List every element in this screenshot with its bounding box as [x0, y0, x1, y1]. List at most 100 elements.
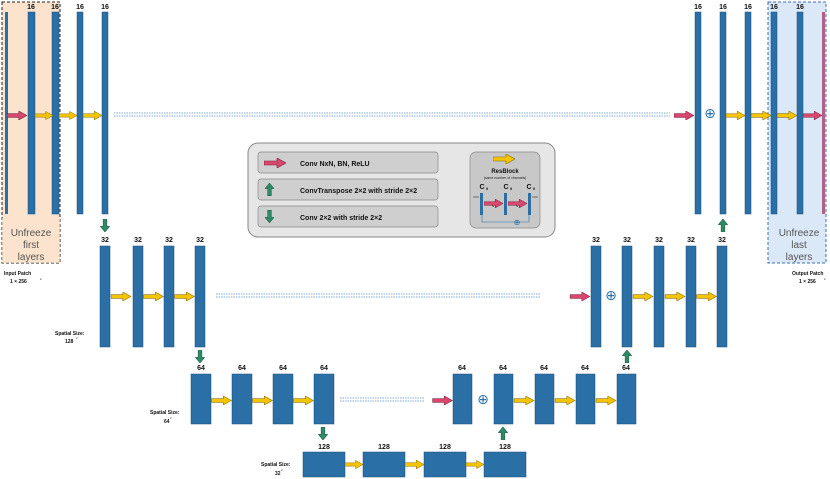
- feature-map-128: [362, 451, 406, 478]
- feature-map-16-c: [51, 11, 60, 215]
- channel-label: 64: [197, 365, 205, 372]
- add-icon: ⊕: [704, 105, 716, 121]
- output-map: [822, 12, 825, 214]
- feature-map-16-f: [719, 11, 727, 215]
- svg-text:ResBlock: ResBlock: [491, 169, 519, 175]
- resblock-arrow: [513, 396, 535, 405]
- level-3-decoder: 64 64 64 64 64 ⊕: [432, 365, 637, 440]
- zone-right-line-2: last: [791, 240, 807, 251]
- feature-map-32: [132, 245, 144, 348]
- zone-right-line-1: Unfreeze: [779, 228, 820, 239]
- level-4-bottleneck: 128 128 128 128 Spatial Size: 32 2: [261, 444, 527, 478]
- channel-label: 128: [439, 444, 451, 451]
- spatial-size-label: Spatial Size:: [55, 331, 85, 337]
- conv-arrow: [674, 111, 694, 120]
- feature-map-32: [590, 245, 602, 348]
- svg-text:ConvTranspose 2×2 with stride: ConvTranspose 2×2 with stride 2×2: [300, 188, 417, 195]
- svg-text:2: 2: [76, 336, 78, 340]
- feature-map-64: [616, 373, 637, 425]
- legend-downsample: [257, 205, 439, 228]
- feature-map-16-d: [76, 11, 84, 215]
- feature-map-32: [194, 245, 206, 348]
- spatial-size-value: 64: [164, 419, 170, 425]
- resblock-arrow: [211, 396, 232, 405]
- channel-label: 32: [655, 237, 663, 244]
- skip-connection-3: [340, 397, 425, 402]
- feature-map-16-g: [744, 11, 752, 215]
- svg-text:2: 2: [281, 468, 283, 472]
- feature-map-64: [231, 373, 253, 425]
- svg-text:0: 0: [486, 186, 489, 191]
- add-icon: ⊕: [477, 391, 489, 407]
- feature-map-128: [302, 451, 346, 478]
- feature-map-32: [621, 245, 633, 348]
- spatial-size-value: 128: [65, 339, 74, 345]
- level-3-encoder: 64 64 64 64 Spatial Size: 64 2: [150, 365, 335, 440]
- svg-text:Input Patch: Input Patch: [4, 271, 31, 277]
- channel-label: 64: [540, 365, 548, 372]
- resblock-arrow: [59, 111, 77, 120]
- resblock-arrow: [696, 292, 717, 301]
- channel-label: 32: [101, 237, 109, 244]
- upsample-arrow: [622, 350, 632, 363]
- feature-map-128: [423, 451, 467, 478]
- input-patch-label: Input Patch 1 × 256 2: [4, 271, 42, 285]
- svg-text:0: 0: [510, 186, 513, 191]
- level-1-decoder: 16 16 16 16 16 ⊕: [674, 4, 825, 232]
- resblock-arrow: [466, 460, 484, 469]
- resblock-arrow: [174, 292, 195, 301]
- feature-map-16-i: [796, 11, 804, 215]
- channel-label: 64: [279, 365, 287, 372]
- add-icon: ⊕: [514, 218, 521, 227]
- conv-arrow: [569, 292, 591, 301]
- channel-label: 64: [499, 365, 507, 372]
- svg-text:N: N: [516, 204, 518, 208]
- resblock-arrow: [83, 111, 102, 120]
- feature-map-64: [452, 373, 473, 425]
- channel-label: 64: [581, 365, 589, 372]
- output-patch-label: Output Patch 1 × 256 2: [792, 271, 826, 285]
- channel-label: 16: [76, 4, 84, 11]
- resblock-arrow: [595, 396, 617, 405]
- zone-left-line-3: layers: [18, 252, 45, 263]
- channel-label: 16: [796, 4, 804, 11]
- channel-label: 32: [718, 237, 726, 244]
- channel-label: 128: [499, 444, 511, 451]
- svg-text:C: C: [526, 184, 531, 191]
- channel-label: 64: [320, 365, 328, 372]
- resblock-arrow: [110, 292, 132, 301]
- svg-text:1 × 256: 1 × 256: [10, 279, 27, 285]
- upsample-arrow: [718, 219, 728, 232]
- channel-label: 64: [238, 365, 246, 372]
- channel-label: 16: [744, 4, 752, 11]
- feature-map-128: [483, 451, 527, 478]
- feature-map-16-up: [694, 11, 702, 215]
- channel-label: 16: [101, 4, 109, 11]
- add-icon: ⊕: [605, 287, 617, 303]
- feature-map-16-a: [5, 12, 8, 214]
- downsample-arrow: [318, 427, 328, 440]
- svg-text:N: N: [492, 204, 494, 208]
- spatial-size-label: Spatial Size:: [261, 462, 291, 468]
- resblock-arrow: [293, 396, 314, 405]
- feature-map-64: [313, 373, 335, 425]
- feature-map-32: [653, 245, 665, 348]
- resblock-arrow: [554, 396, 576, 405]
- upsample-arrow: [498, 427, 508, 440]
- svg-text:Conv 2×2 with stride 2×2: Conv 2×2 with stride 2×2: [300, 215, 382, 222]
- channel-label: 16: [694, 4, 702, 11]
- svg-text:C: C: [503, 184, 508, 191]
- resblock-arrow: [143, 292, 164, 301]
- channel-label: 32: [196, 237, 204, 244]
- feature-map-64: [272, 373, 294, 425]
- zone-left-line-2: first: [23, 240, 39, 251]
- legend: Conv NxN, BN, ReLU ConvTranspose 2×2 wit…: [247, 142, 556, 238]
- svg-text:Conv NxN, BN, ReLU: Conv NxN, BN, ReLU: [300, 161, 370, 168]
- feature-map-64: [534, 373, 555, 425]
- resblock-arrow: [405, 460, 424, 469]
- svg-text:C: C: [479, 184, 484, 191]
- channel-label: 64: [622, 365, 630, 372]
- feature-map-64: [575, 373, 596, 425]
- feature-map-32: [716, 245, 728, 348]
